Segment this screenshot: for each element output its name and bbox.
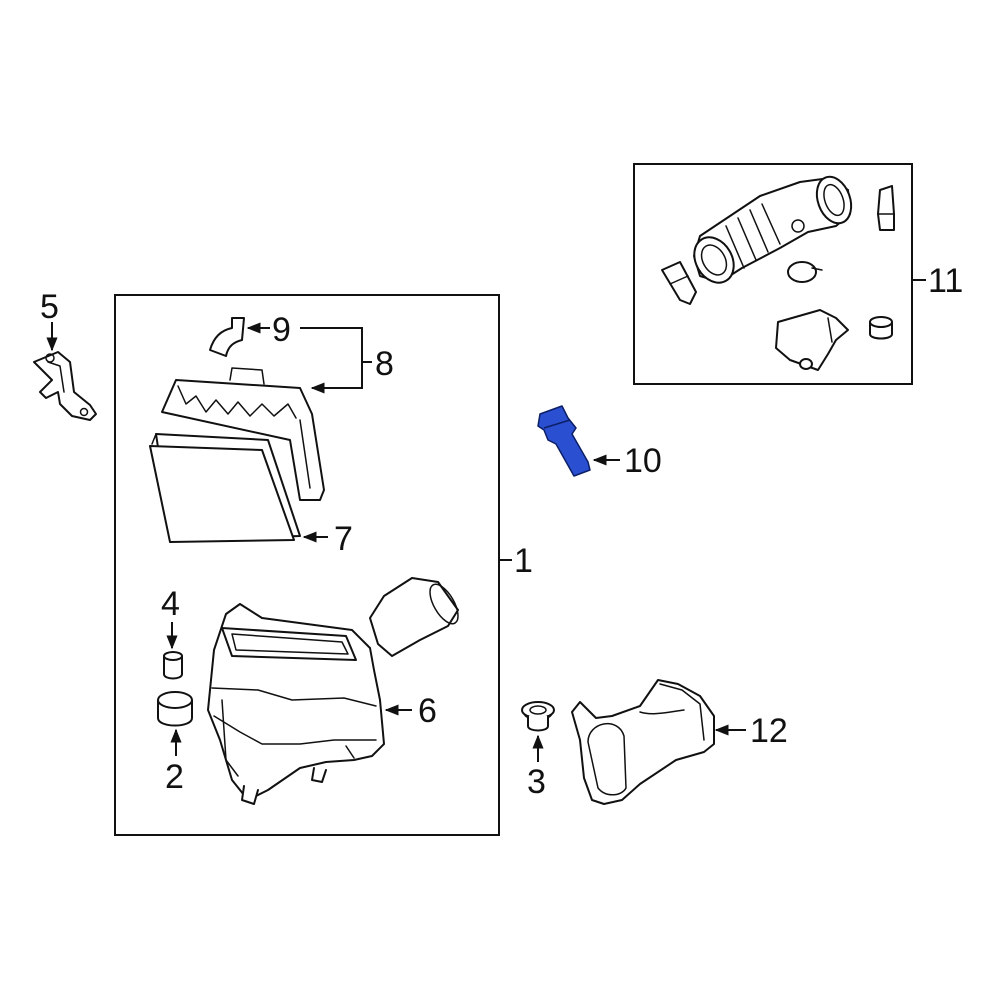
part-11-grommet[interactable] (869, 316, 893, 340)
callout-9: 9 (272, 311, 291, 349)
kit-box-11 (633, 163, 913, 385)
callout-7: 7 (334, 520, 353, 558)
part-5-bracket[interactable] (33, 351, 97, 421)
part-11-clamp-left[interactable] (661, 261, 697, 305)
part-11-hose-clip[interactable] (787, 261, 823, 283)
callout-8: 8 (375, 345, 394, 383)
callout-5: 5 (40, 288, 59, 326)
part-4-grommet[interactable] (163, 651, 183, 680)
callout-1: 1 (514, 542, 533, 580)
part-3-grommet[interactable] (521, 701, 555, 732)
callout-10: 10 (624, 442, 662, 480)
callout-11: 11 (928, 262, 963, 300)
part-2-cap[interactable] (157, 691, 193, 727)
callout-4: 4 (161, 585, 180, 623)
assembly-box-1 (114, 294, 500, 836)
part-11-resonator[interactable] (775, 309, 849, 371)
part-9-clip[interactable] (209, 317, 245, 357)
leader-8-bracket (300, 327, 363, 394)
part-12-air-duct[interactable] (571, 679, 715, 805)
part-10-sensor-highlighted[interactable] (537, 405, 591, 477)
callout-12: 12 (750, 712, 788, 750)
part-11-intake-hose[interactable] (686, 172, 857, 290)
part-6-housing[interactable] (207, 577, 464, 805)
callout-3: 3 (527, 763, 546, 801)
part-11-clamp-right[interactable] (877, 185, 895, 231)
callout-6: 6 (418, 692, 437, 730)
part-7-air-filter[interactable] (149, 367, 325, 543)
callout-2: 2 (165, 758, 184, 796)
